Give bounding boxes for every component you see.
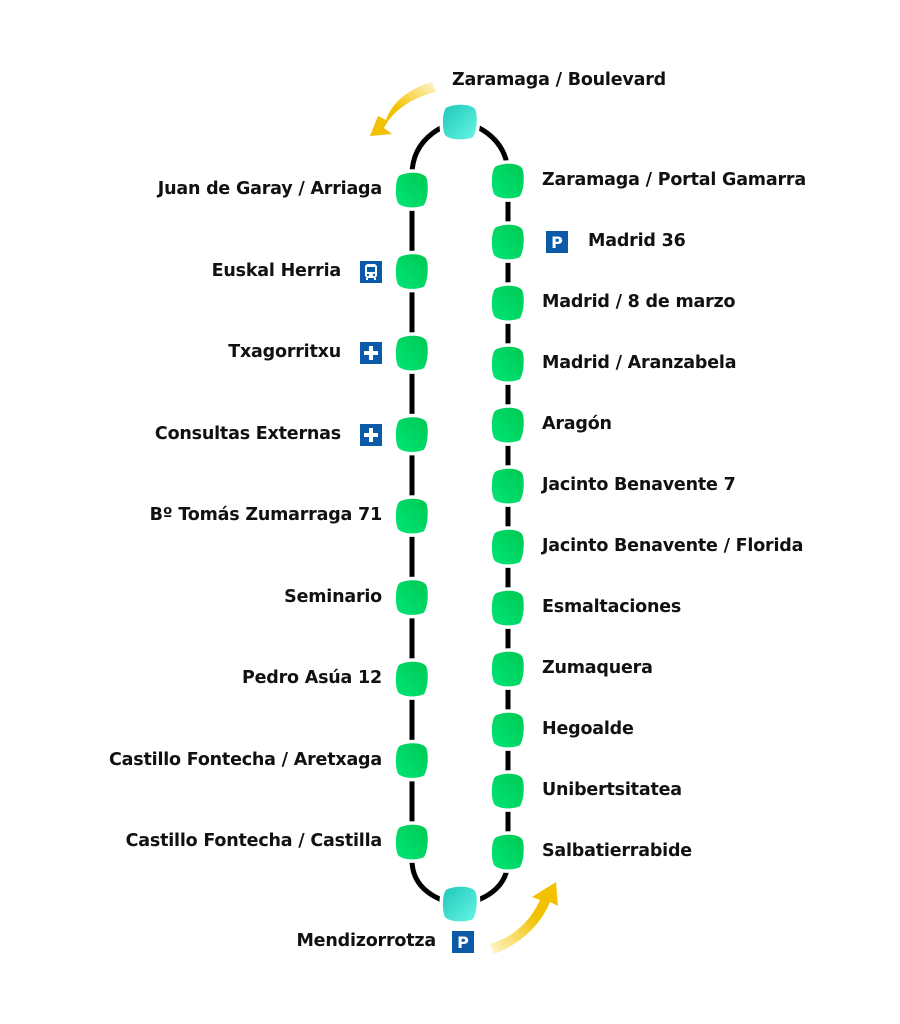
stop-label: Unibertsitatea [542, 780, 682, 800]
stop-label: Jacinto Benavente / Florida [542, 536, 804, 556]
stop-label: Jacinto Benavente 7 [542, 475, 736, 495]
stop-marker [395, 417, 428, 452]
stop-marker [491, 285, 524, 321]
stop-markers [392, 101, 528, 925]
stop-label: Aragón [542, 414, 612, 434]
stop-label: Pedro Asúa 12 [241, 668, 382, 688]
stop-label: Zaramaga / Portal Gamarra [542, 170, 806, 190]
stop-marker [395, 824, 428, 860]
direction-arrow-bottom [490, 882, 558, 954]
stop-marker [491, 346, 524, 382]
stop-marker [395, 580, 428, 615]
stop-marker [491, 590, 524, 626]
stop-marker [491, 468, 524, 504]
stop-marker [491, 163, 524, 199]
stop-label: Bº Tomás Zumarraga 71 [149, 505, 383, 525]
stop-marker [491, 651, 524, 687]
terminal-label-top: Zaramaga / Boulevard [452, 70, 666, 90]
parking-icon: P [546, 231, 568, 253]
stop-label: Madrid / Aranzabela [542, 353, 737, 373]
stop-label: Madrid / 8 de marzo [542, 292, 736, 312]
stop-label: Esmaltaciones [542, 597, 682, 617]
stop-marker [491, 529, 524, 565]
stop-label: Salbatierrabide [542, 841, 692, 861]
stop-marker [491, 712, 524, 748]
stop-label: Seminario [284, 586, 382, 607]
stop-label: Castillo Fontecha / Aretxaga [109, 749, 382, 770]
terminal-label-bottom: Mendizorrotza [296, 931, 436, 951]
stop-marker [395, 172, 428, 208]
terminal-marker-top [442, 104, 477, 140]
stop-label: Madrid 36 [588, 231, 686, 251]
direction-arrows [370, 82, 558, 954]
stop-marker [395, 498, 428, 534]
stop-marker [395, 743, 428, 778]
stop-marker [395, 254, 428, 289]
stop-label: Txagorritxu [228, 342, 341, 362]
stop-label: Juan de Garay / Arriaga [157, 179, 382, 199]
stop-label: Zumaquera [542, 658, 653, 678]
stop-marker [395, 335, 428, 371]
stop-marker [491, 407, 524, 443]
terminal-marker-bottom [442, 886, 477, 922]
direction-arrow-top [370, 82, 436, 136]
hospital-icon [360, 342, 382, 364]
parking-icon: P [452, 931, 474, 953]
hospital-icon [360, 423, 382, 446]
stop-marker [395, 661, 428, 697]
bus-station-icon [360, 260, 382, 283]
stop-label: Castillo Fontecha / Castilla [125, 831, 383, 851]
stop-marker [491, 834, 524, 870]
stop-label: Consultas Externas [154, 423, 341, 444]
stop-label: Euskal Herria [211, 260, 342, 281]
stop-marker [491, 224, 524, 260]
stop-marker [491, 773, 524, 809]
stop-label: Hegoalde [542, 719, 634, 739]
